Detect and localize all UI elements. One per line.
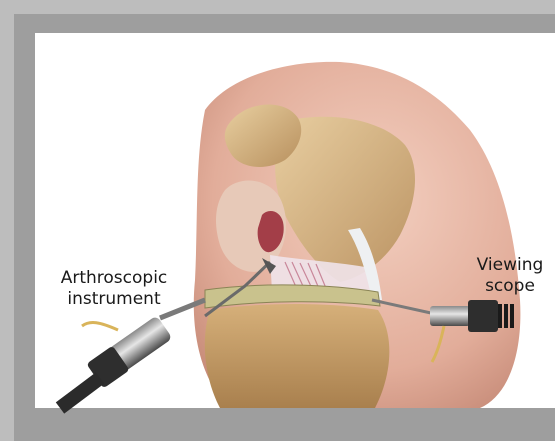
instrument-label-line1: Arthroscopic — [44, 268, 184, 289]
instrument-label-line2: instrument — [44, 289, 184, 310]
instrument-label: Arthroscopic instrument — [44, 268, 184, 310]
scope-label-line2: scope — [468, 276, 552, 297]
scope-label-line1: Viewing — [468, 255, 552, 276]
tibia-bone — [205, 304, 390, 408]
scope-label: Viewing scope — [468, 255, 552, 297]
